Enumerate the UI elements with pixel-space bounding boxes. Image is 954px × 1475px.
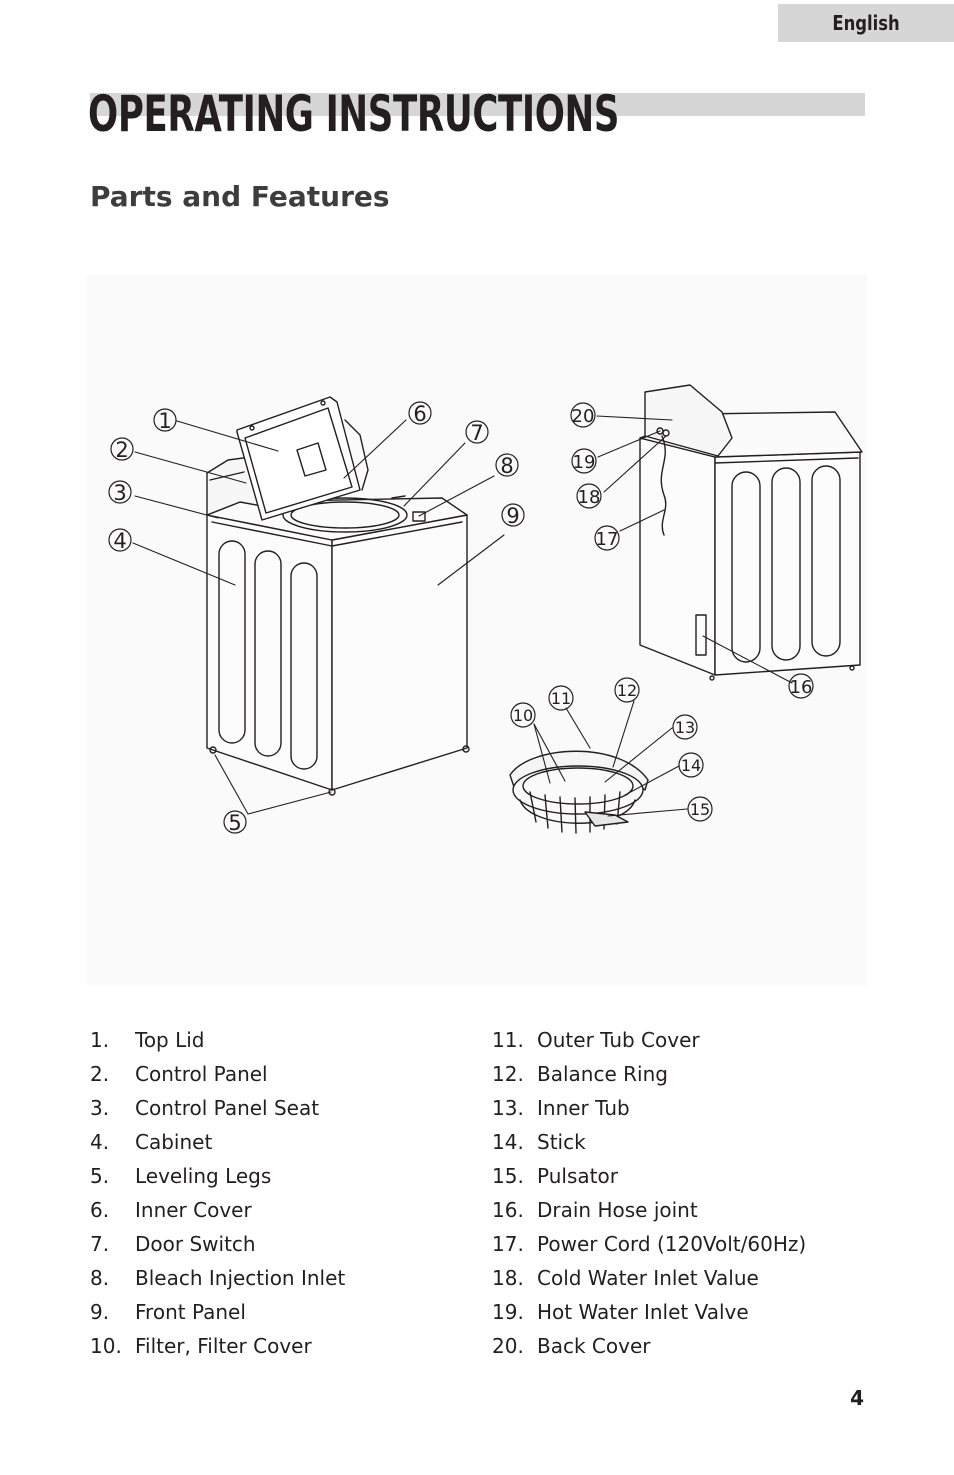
list-item: 14.Stick <box>492 1130 586 1154</box>
list-item: 4.Cabinet <box>90 1130 213 1154</box>
callout-14: 14 <box>681 756 701 775</box>
list-item: 10.Filter, Filter Cover <box>90 1334 312 1358</box>
callout-2: 2 <box>115 438 128 462</box>
callout-18: 18 <box>578 487 601 508</box>
list-item: 18.Cold Water Inlet Value <box>492 1266 759 1290</box>
callout-3: 3 <box>113 481 126 505</box>
list-item: 3.Control Panel Seat <box>90 1096 320 1120</box>
list-item: 9.Front Panel <box>90 1300 246 1324</box>
callout-marker-6 <box>408 401 432 425</box>
callout-marker-7 <box>465 420 489 444</box>
callout-9: 9 <box>506 504 519 528</box>
parts-list-column-right: 11.Outer Tub Cover 12.Balance Ring 13.In… <box>492 1023 806 1363</box>
callout-13: 13 <box>675 718 695 737</box>
callout-19: 19 <box>573 452 596 473</box>
title-underline-bar <box>90 93 865 116</box>
callout-marker-12 <box>614 677 640 703</box>
callout-markers: 1 2 3 4 5 6 7 8 9 20 19 18 17 <box>108 401 814 835</box>
list-item: 7.Door Switch <box>90 1232 256 1256</box>
callout-marker-11 <box>548 685 574 711</box>
callout-17: 17 <box>596 529 619 550</box>
callout-marker-13 <box>672 714 698 740</box>
callout-marker-17 <box>594 525 620 551</box>
callout-leader-lines <box>132 415 793 817</box>
callout-marker-15 <box>687 796 713 822</box>
list-item: 1.Top Lid <box>90 1028 205 1052</box>
callout-4: 4 <box>113 529 126 553</box>
callout-8: 8 <box>500 454 513 478</box>
list-item: 2.Control Panel <box>90 1062 268 1086</box>
list-item: 17.Power Cord (120Volt/60Hz) <box>492 1232 807 1256</box>
language-tab: English <box>778 4 954 42</box>
callout-marker-20 <box>570 402 596 428</box>
list-item: 8.Bleach Injection Inlet <box>90 1266 346 1290</box>
callout-marker-18 <box>576 483 602 509</box>
callout-marker-10 <box>510 702 536 728</box>
callout-1: 1 <box>158 409 171 433</box>
page-number: 4 <box>850 1386 864 1410</box>
list-item: 15.Pulsator <box>492 1164 618 1188</box>
section-title: Parts and Features <box>90 180 390 213</box>
list-item: 19.Hot Water Inlet Valve <box>492 1300 749 1324</box>
language-label: English <box>832 11 900 35</box>
callout-10: 10 <box>513 706 533 725</box>
list-item: 5.Leveling Legs <box>90 1164 272 1188</box>
callout-marker-1 <box>153 408 177 432</box>
back-washer-drawing <box>639 384 863 681</box>
callout-12: 12 <box>617 681 637 700</box>
front-washer-drawing <box>206 396 470 796</box>
callout-15: 15 <box>690 800 710 819</box>
callout-7: 7 <box>470 421 483 445</box>
callout-marker-19 <box>571 448 597 474</box>
callout-marker-4 <box>108 528 132 552</box>
list-item: 6.Inner Cover <box>90 1198 252 1222</box>
callout-marker-3 <box>108 480 132 504</box>
list-item: 20.Back Cover <box>492 1334 651 1358</box>
list-item: 13.Inner Tub <box>492 1096 630 1120</box>
callout-11: 11 <box>551 689 571 708</box>
list-item: 12.Balance Ring <box>492 1062 668 1086</box>
page-title: OPERATING INSTRUCTIONS <box>88 85 620 143</box>
washer-parts-diagram: 1 2 3 4 5 6 7 8 9 20 19 18 17 <box>87 275 867 985</box>
parts-list-column-left: 1.Top Lid 2.Control Panel 3.Control Pane… <box>90 1023 345 1363</box>
callout-20: 20 <box>572 406 595 427</box>
callout-marker-14 <box>678 752 704 778</box>
callout-marker-16 <box>788 673 814 699</box>
list-item: 11.Outer Tub Cover <box>492 1028 700 1052</box>
callout-marker-2 <box>110 437 134 461</box>
callout-16: 16 <box>790 677 813 698</box>
list-item: 16.Drain Hose joint <box>492 1198 698 1222</box>
callout-marker-9 <box>501 503 525 527</box>
callout-6: 6 <box>413 402 426 426</box>
callout-5: 5 <box>228 811 241 835</box>
callout-marker-8 <box>495 453 519 477</box>
callout-marker-5 <box>223 810 247 834</box>
